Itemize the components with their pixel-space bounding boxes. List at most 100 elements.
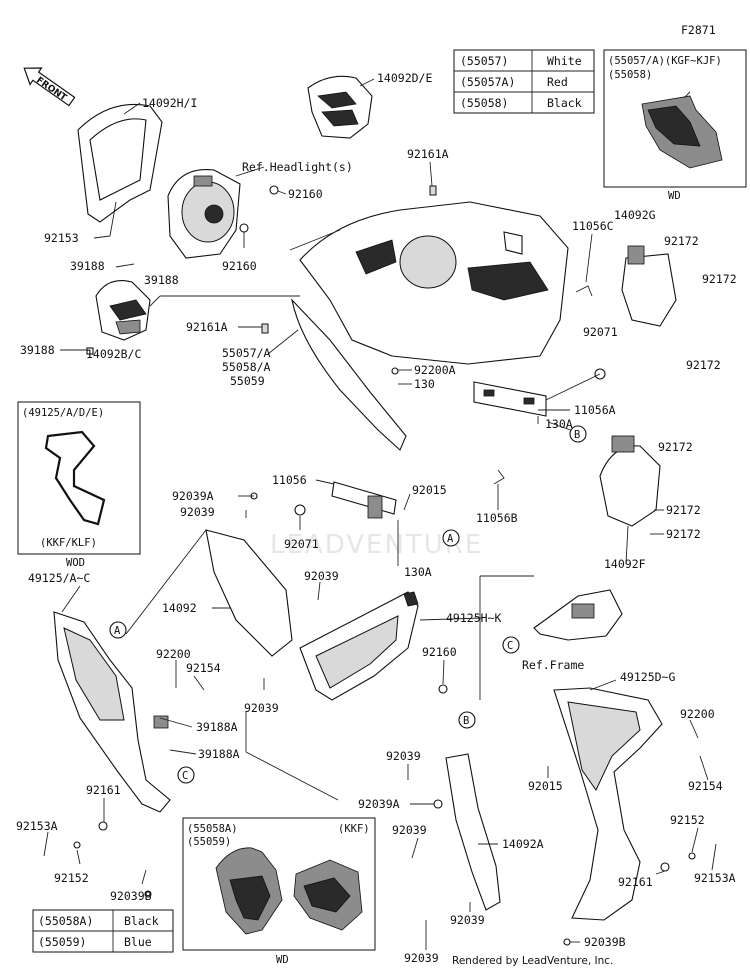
- color-row-color: Red: [547, 75, 568, 89]
- color-table: (55057) White (55057A) Red (55058) Black: [453, 49, 595, 114]
- inset-line: (KKF/KLF): [40, 537, 97, 549]
- part-label: 92160: [222, 259, 257, 273]
- color-row-part: (55057): [460, 54, 508, 68]
- inset-line: (55058): [608, 69, 652, 81]
- part-label: 11056A: [574, 403, 616, 417]
- part-label: 92200A: [414, 363, 456, 377]
- inset-line: (55059): [187, 836, 231, 848]
- bracket-11056a: [473, 381, 547, 417]
- callout-a: A: [114, 625, 121, 637]
- color-row-part: (55058): [460, 96, 508, 110]
- part-label: 92172: [686, 358, 721, 372]
- part-label: 92161A: [186, 320, 228, 334]
- part-label: 39188: [144, 273, 179, 287]
- inset-line: (55058A): [187, 823, 238, 835]
- cover-14092g: [621, 245, 677, 327]
- part-label: 92152: [670, 813, 705, 827]
- cover-14092f: [599, 435, 661, 527]
- inset-bottom: (55058A) (55059) (KKF) WD: [182, 817, 376, 966]
- part-label: 92039: [304, 569, 339, 583]
- part-label: 11056C: [572, 219, 614, 233]
- callout-c: C: [182, 770, 188, 782]
- part-label: 49125H~K: [446, 611, 501, 625]
- part-label: 14092F: [604, 557, 646, 571]
- part-label: 92039: [386, 749, 421, 763]
- inner-panel-49125hk: [299, 591, 419, 701]
- part-label: 92172: [666, 527, 701, 541]
- callout-a: A: [447, 533, 454, 545]
- part-label: 39188: [70, 259, 105, 273]
- part-label: 92160: [288, 187, 323, 201]
- part-label: 92039: [404, 951, 439, 965]
- part-label: 92039: [450, 913, 485, 927]
- part-label: 92015: [528, 779, 563, 793]
- inset-caption: WD: [276, 954, 289, 966]
- part-label: 92039: [244, 701, 279, 715]
- part-label: 92200: [680, 707, 715, 721]
- part-label: 92161: [86, 783, 121, 797]
- part-label: 92153A: [694, 871, 736, 885]
- part-label: 92161A: [407, 147, 449, 161]
- side-panel-right: [553, 687, 663, 921]
- part-label: 92039B: [584, 935, 626, 949]
- inset-tag: (KKF): [338, 823, 370, 835]
- color-row-color: White: [547, 54, 582, 68]
- frame-ref: [533, 589, 623, 641]
- color-row-color: Blue: [124, 935, 152, 949]
- part-label: Ref.Frame: [522, 658, 584, 672]
- part-label: 39188A: [196, 720, 238, 734]
- bracket-11056: [331, 481, 397, 519]
- part-label: 92172: [658, 440, 693, 454]
- part-label: Ref.Headlight(s): [242, 160, 353, 174]
- part-label: 49125D~G: [620, 670, 675, 684]
- inset-caption: WOD: [66, 557, 85, 569]
- upper-cowl: [291, 201, 569, 451]
- panel-14092a: [445, 753, 501, 911]
- part-label: 55058/A: [222, 360, 271, 374]
- color-row-part: (55059): [38, 935, 86, 949]
- part-label: 92039: [392, 823, 427, 837]
- duct-part-bc: [95, 280, 151, 341]
- fasteners: [73, 185, 696, 946]
- part-label: 92154: [186, 661, 221, 675]
- part-label: 92039A: [358, 797, 400, 811]
- part-label: 92172: [664, 234, 699, 248]
- part-label: 92039: [180, 505, 215, 519]
- part-label: 92160: [422, 645, 457, 659]
- part-label: 55057/A: [222, 346, 271, 360]
- part-label: 92039A: [172, 489, 214, 503]
- part-label: 92161: [618, 875, 653, 889]
- duct-part-de: [307, 75, 373, 139]
- front-arrow-icon: FRONT: [23, 67, 76, 107]
- part-label: 92172: [666, 503, 701, 517]
- part-label: 11056B: [476, 511, 518, 525]
- color-row-part: (55058A): [38, 914, 93, 928]
- part-label: 14092H/I: [142, 96, 197, 110]
- callout-c: C: [507, 640, 513, 652]
- headlight-assembly: [167, 168, 241, 259]
- color-row-color: Black: [124, 914, 159, 928]
- callout-b: B: [463, 715, 469, 727]
- part-label: 92154: [688, 779, 723, 793]
- callout-b: B: [574, 429, 580, 441]
- part-label: 14092G: [614, 208, 656, 222]
- part-label: 14092D/E: [377, 71, 432, 85]
- part-label: 92152: [54, 871, 89, 885]
- panel-14092: [205, 529, 293, 657]
- part-label: 92015: [412, 483, 447, 497]
- part-label: 92039B: [110, 889, 152, 903]
- part-label: 92200: [156, 647, 191, 661]
- part-label: 14092B/C: [86, 347, 141, 361]
- callout-markers: A A B B C C: [109, 425, 587, 784]
- headlight-cover: [77, 103, 163, 223]
- part-label: 92172: [702, 272, 737, 286]
- part-label: 39188: [20, 343, 55, 357]
- side-panel-left: [53, 611, 171, 813]
- part-label: 130A: [404, 565, 432, 579]
- inset-caption: WD: [668, 190, 681, 202]
- color-row-part: (55057A): [460, 75, 515, 89]
- part-label: 11056: [272, 473, 307, 487]
- part-label: 39188A: [198, 747, 240, 761]
